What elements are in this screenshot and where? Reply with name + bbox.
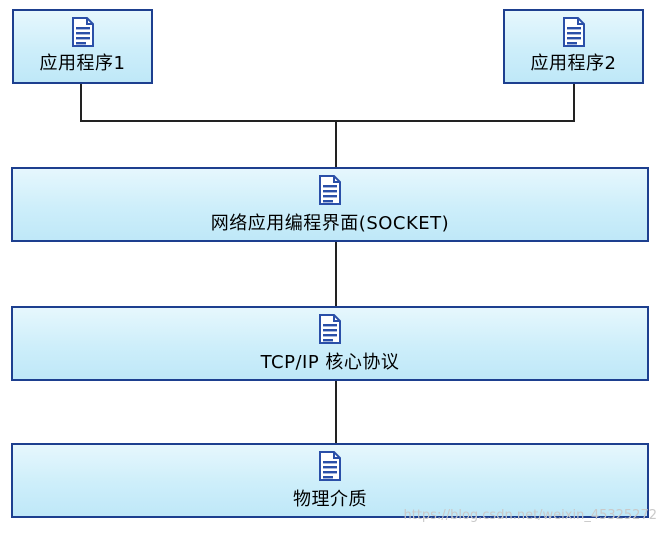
node-label: 应用程序1 bbox=[39, 53, 126, 74]
watermark-url: https://blog.csdn.net/weixin_45325272 bbox=[403, 508, 657, 523]
document-icon bbox=[317, 314, 343, 344]
node-socket-layer[interactable]: 网络应用编程界面(SOCKET) bbox=[11, 167, 649, 242]
node-application-2[interactable]: 应用程序2 bbox=[503, 9, 644, 84]
connector-socket-to-tcpip bbox=[335, 241, 337, 307]
node-tcpip-layer[interactable]: TCP/IP 核心协议 bbox=[11, 306, 649, 381]
document-icon bbox=[317, 175, 343, 205]
connector-horizontal-bus bbox=[80, 120, 575, 122]
document-icon bbox=[70, 17, 96, 47]
connector-tcpip-to-physical bbox=[335, 379, 337, 444]
connector-app2-down bbox=[573, 83, 575, 122]
node-physical-layer[interactable]: 物理介质 bbox=[11, 443, 649, 518]
node-label: 网络应用编程界面(SOCKET) bbox=[210, 213, 450, 234]
connector-app1-down bbox=[80, 83, 82, 122]
document-icon bbox=[317, 451, 343, 481]
node-label: 物理介质 bbox=[293, 489, 367, 510]
connector-bus-to-socket bbox=[335, 120, 337, 169]
node-label: 应用程序2 bbox=[530, 53, 617, 74]
document-icon bbox=[561, 17, 587, 47]
node-application-1[interactable]: 应用程序1 bbox=[12, 9, 153, 84]
node-label: TCP/IP 核心协议 bbox=[260, 352, 400, 373]
